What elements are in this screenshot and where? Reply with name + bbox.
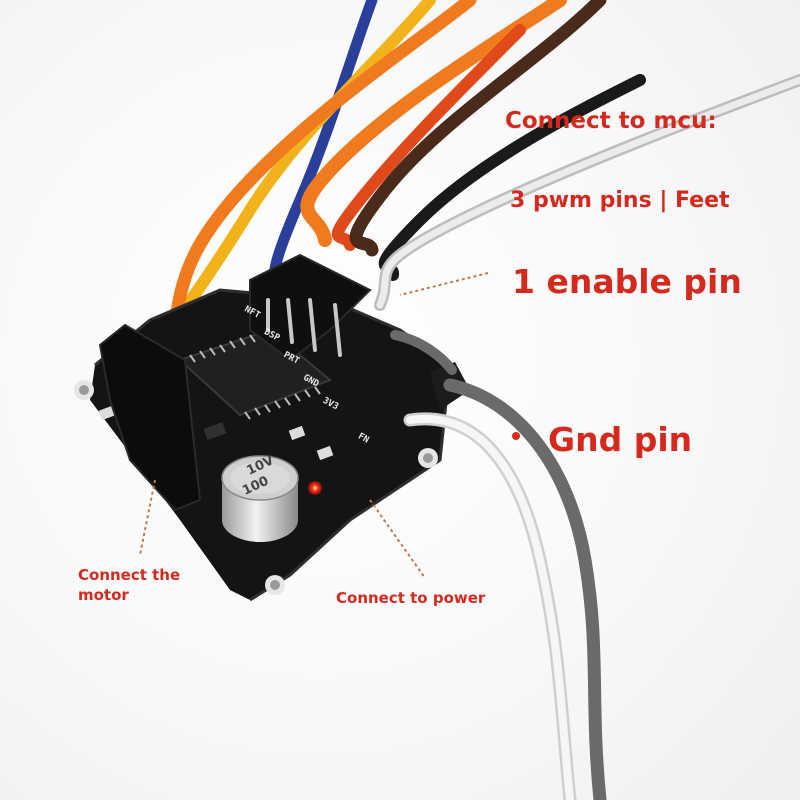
silk-fn-label: FN	[356, 432, 370, 446]
red-wire	[331, 24, 526, 251]
ground-wires	[390, 330, 607, 800]
brown-wire	[349, 0, 607, 257]
label-connect-power: Connect to power	[336, 589, 486, 607]
pcb-board: NFT DSP PRT GND 3V3 FN 10V 100	[74, 253, 470, 602]
motor-pointer	[139, 479, 156, 556]
capacitor: 10V 100	[221, 453, 299, 542]
header-pins	[266, 298, 342, 357]
motor-connector	[98, 323, 202, 512]
gnd-pin-marker	[512, 432, 520, 440]
signal-wires	[154, 0, 800, 351]
smd-component	[288, 425, 306, 441]
smd-component	[203, 421, 227, 441]
power-led	[308, 481, 322, 495]
power-pointer	[369, 499, 426, 579]
label-pwm-pins: 3 pwm pins | Feet	[510, 188, 730, 213]
label-connect-motor: Connect the motor	[78, 566, 181, 604]
enable-pin-pointer	[399, 272, 489, 296]
smd-component	[98, 405, 116, 421]
label-enable-pin: 1 enable pin	[512, 262, 742, 301]
leader-lines	[139, 272, 489, 579]
label-gnd-pin: Gnd pin	[548, 420, 693, 459]
orange-wire-left	[168, 0, 477, 337]
orange-wire	[300, 0, 567, 247]
label-connect-mcu: Connect to mcu:	[505, 108, 717, 134]
smd-component	[316, 445, 334, 461]
